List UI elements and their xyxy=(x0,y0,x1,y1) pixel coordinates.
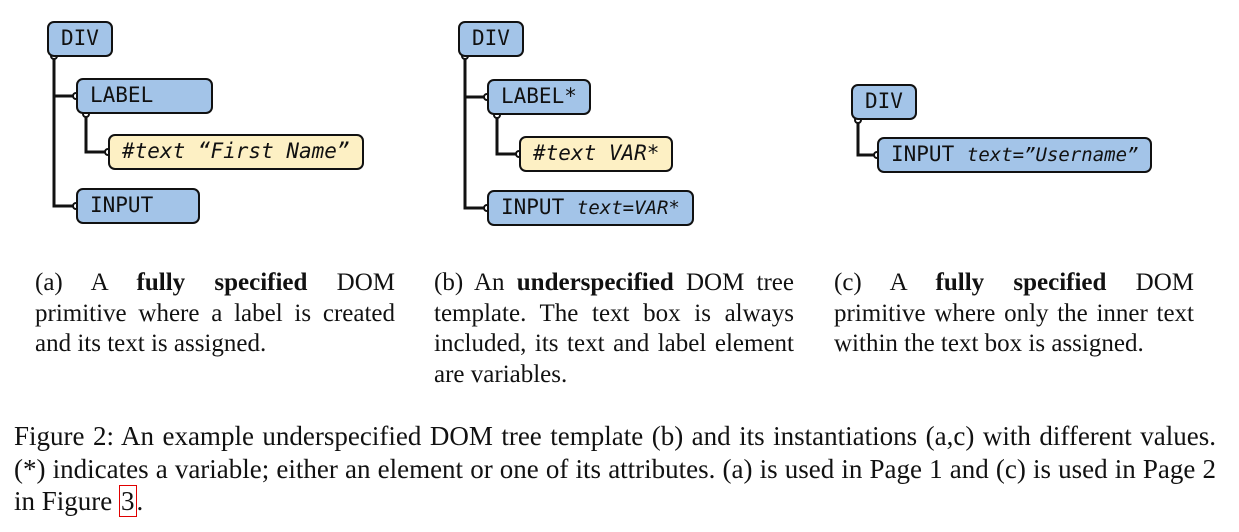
figure-caption-end: . xyxy=(136,486,144,516)
input-node: INPUT xyxy=(76,188,200,224)
tree-connectors-c xyxy=(854,116,881,159)
caption-c-prefix: (c) A xyxy=(834,269,936,296)
panel-c-tree: DIV INPUT text=”Username” xyxy=(820,0,1239,265)
figure-reference-link[interactable]: 3 xyxy=(119,485,137,517)
caption-c-rest: DOM primitive where only the inner text … xyxy=(834,269,1194,357)
div-node: DIV xyxy=(851,84,917,120)
caption-a-prefix: (a) A xyxy=(35,269,137,296)
input-attribute: text=”Username” xyxy=(966,144,1139,166)
caption-c-bold: fully specified xyxy=(935,269,1107,296)
caption-b-prefix: (b) An xyxy=(434,269,517,296)
caption-b-bold: underspecified xyxy=(516,269,674,296)
caption-c: (c) A fully specified DOM primitive wher… xyxy=(834,268,1194,360)
caption-a-rest: DOM primitive where a label is created a… xyxy=(35,269,395,357)
caption-b-rest: DOM tree template. The text box is alway… xyxy=(434,269,794,388)
caption-b: (b) An underspecified DOM tree template.… xyxy=(434,268,794,390)
input-node: INPUT text=”Username” xyxy=(877,137,1153,173)
panel-a-tree: DIV LABEL #text “First Name” INPUT xyxy=(0,0,400,265)
caption-a-bold: fully specified xyxy=(136,269,308,296)
label-variable-node: LABEL* xyxy=(487,79,591,115)
input-node: INPUT text=VAR* xyxy=(487,190,694,226)
input-tag: INPUT xyxy=(501,195,565,219)
text-variable-node: #text VAR* xyxy=(519,136,674,172)
input-tag: INPUT xyxy=(891,142,955,166)
input-attribute: text=VAR* xyxy=(576,197,680,219)
text-node-content: #text “First Name” xyxy=(122,139,350,163)
label-node: LABEL xyxy=(76,78,213,114)
figure-caption: Figure 2: An example underspecified DOM … xyxy=(14,420,1216,518)
panel-b-tree: DIV LABEL* #text VAR* INPUT text=VAR* xyxy=(410,0,810,265)
div-node: DIV xyxy=(47,21,113,57)
text-node-content: #text VAR* xyxy=(533,141,660,165)
figure-caption-text: Figure 2: An example underspecified DOM … xyxy=(14,421,1216,516)
div-node: DIV xyxy=(458,21,524,57)
caption-a: (a) A fully specified DOM primitive wher… xyxy=(35,268,395,360)
text-node: #text “First Name” xyxy=(108,134,364,170)
